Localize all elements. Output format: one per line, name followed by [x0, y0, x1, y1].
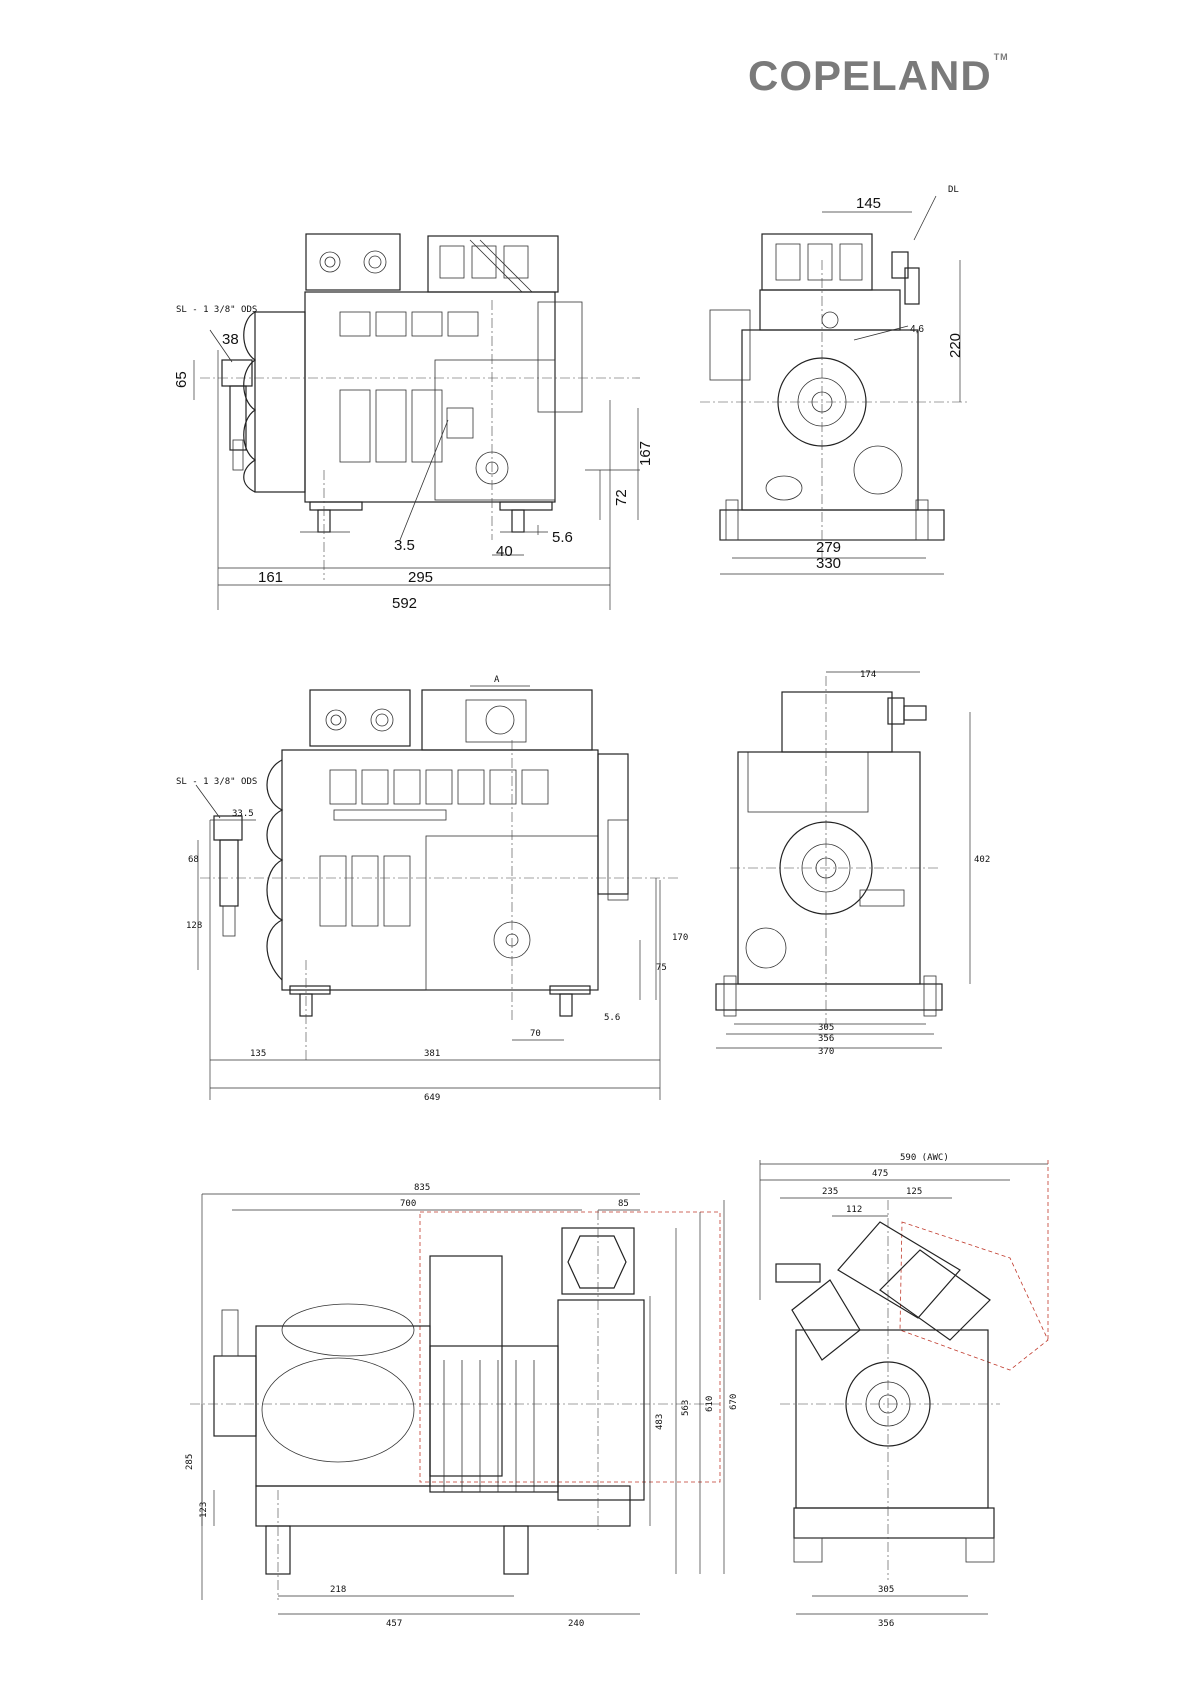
d3-dim-835: 835	[414, 1183, 430, 1193]
d3-dim-590-awc: 590 (AWC)	[900, 1153, 949, 1163]
d2-dim-649: 649	[424, 1093, 440, 1103]
d3-dim-125: 125	[906, 1187, 922, 1197]
d3-dim-218: 218	[330, 1585, 346, 1595]
d1-dim-592: 592	[392, 595, 417, 612]
d2-dim-75: 75	[656, 963, 667, 973]
drawing2-side-labels: SL - 1 3/8" ODS A 33.5 68 128 170 75 5.6…	[176, 675, 688, 1103]
d2-dim-170: 170	[672, 933, 688, 943]
d1-dim-72: 72	[613, 489, 630, 506]
d3-dim-457: 457	[386, 1619, 402, 1629]
drawing1-end-labels: DL 145 220 4,6 279 330	[816, 185, 964, 572]
d3-dim-563: 563	[681, 1400, 691, 1416]
d1-dim-145: 145	[856, 195, 881, 212]
d1-dim-220: 220	[947, 333, 964, 358]
d1-dim-167: 167	[637, 441, 654, 466]
d2-dim-70: 70	[530, 1029, 541, 1039]
d2-dim-356: 356	[818, 1034, 834, 1044]
d1-discharge-label: DL	[948, 185, 959, 195]
drawing2-side-view	[196, 686, 680, 1100]
d1-dim-5-6: 5.6	[552, 529, 573, 546]
drawing2-end-labels: 174 402 305 356 370	[818, 670, 990, 1057]
drawing3-end-view	[760, 1160, 1048, 1614]
d2-dim-174: 174	[860, 670, 876, 680]
drawing1-side-view	[194, 234, 640, 610]
d3-dim-475: 475	[872, 1169, 888, 1179]
d3-dim-305: 305	[878, 1585, 894, 1595]
d3-dim-123: 123	[199, 1502, 209, 1518]
d1-suction-connection-label: SL - 1 3/8" ODS	[176, 305, 257, 315]
d2-dim-68: 68	[188, 855, 199, 865]
d3-dim-670: 670	[729, 1394, 739, 1410]
d3-dim-235: 235	[822, 1187, 838, 1197]
d3-dim-112: 112	[846, 1205, 862, 1215]
drawing1-end-view	[700, 196, 970, 574]
d2-dim-305: 305	[818, 1023, 834, 1033]
d1-dim-279: 279	[816, 539, 841, 556]
d1-dim-3-5: 3.5	[394, 537, 415, 554]
d3-dim-483: 483	[655, 1414, 665, 1430]
d1-dim-40: 40	[496, 543, 513, 560]
drawing3-end-labels: 590 (AWC) 475 235 125 112 305 356	[822, 1153, 949, 1629]
d3-dim-700: 700	[400, 1199, 416, 1209]
d2-dim-128: 128	[186, 921, 202, 931]
d3-dim-240: 240	[568, 1619, 584, 1629]
d2-label-a: A	[494, 675, 500, 685]
d2-dim-33-5: 33.5	[232, 809, 254, 819]
d3-dim-85: 85	[618, 1199, 629, 1209]
drawing3-side-view	[190, 1194, 724, 1614]
drawing2-end-view	[716, 672, 970, 1048]
d3-dim-285: 285	[185, 1454, 195, 1470]
d1-dim-4-6: 4,6	[910, 324, 924, 335]
d2-dim-381: 381	[424, 1049, 440, 1059]
d2-suction-connection-label: SL - 1 3/8" ODS	[176, 777, 257, 787]
d1-dim-295: 295	[408, 569, 433, 586]
d2-dim-5-6: 5.6	[604, 1013, 620, 1023]
d3-dim-610: 610	[705, 1396, 715, 1412]
d1-dim-38: 38	[222, 331, 239, 348]
d1-dim-161: 161	[258, 569, 283, 586]
d2-dim-135: 135	[250, 1049, 266, 1059]
d2-dim-370: 370	[818, 1047, 834, 1057]
d2-dim-402: 402	[974, 855, 990, 865]
d3-dim-356: 356	[878, 1619, 894, 1629]
d1-dim-330: 330	[816, 555, 841, 572]
d1-dim-65: 65	[173, 371, 190, 388]
